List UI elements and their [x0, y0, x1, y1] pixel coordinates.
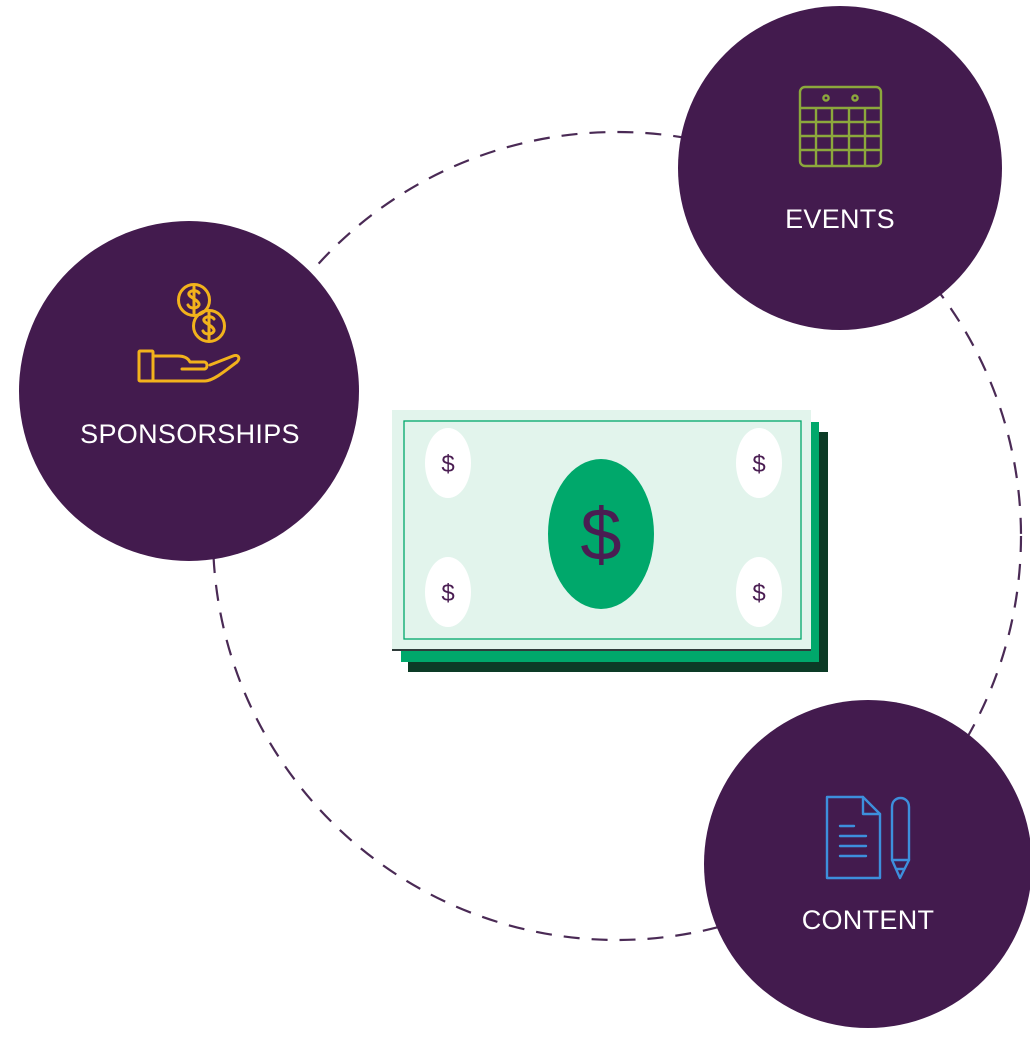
- document-pen-icon: [825, 795, 911, 880]
- bill-corner-oval: [425, 557, 471, 627]
- node-label-events: EVENTS: [785, 204, 895, 234]
- hand-coins-icon: [137, 283, 241, 383]
- node-circle: [704, 700, 1030, 1028]
- node-circle: [19, 221, 359, 561]
- bill-corner-oval: [425, 428, 471, 498]
- bill-inner-border: [403, 420, 802, 640]
- bill-corner-oval: [736, 428, 782, 498]
- node-label-content: CONTENT: [802, 905, 935, 935]
- bill-corner-oval: [736, 557, 782, 627]
- node-sponsorships: SPONSORSHIPS: [19, 221, 359, 561]
- bill-center-oval: [548, 459, 654, 609]
- bill-center-symbol: $: [580, 493, 621, 576]
- bill-corner-symbol: $: [752, 451, 765, 478]
- node-circle: [678, 6, 1002, 330]
- bill-corner-symbol: $: [441, 580, 454, 607]
- node-events: EVENTS: [678, 6, 1002, 330]
- node-content: CONTENT: [704, 700, 1030, 1028]
- bill-corner-symbol: $: [752, 580, 765, 607]
- bill-corner-symbol: $: [441, 451, 454, 478]
- calendar-icon: [798, 85, 883, 168]
- dollar-bill-icon: $ $ $ $ $: [392, 410, 828, 672]
- node-label-sponsorships: SPONSORSHIPS: [80, 419, 300, 449]
